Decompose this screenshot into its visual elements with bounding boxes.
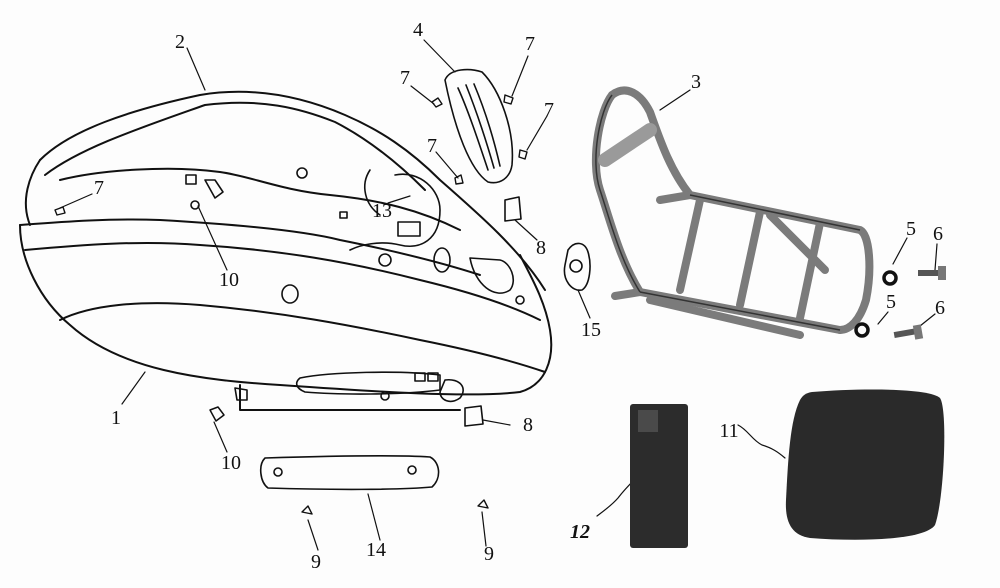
carrier-rack [591,86,874,339]
callout-9a: 9 [311,551,321,573]
callout-14: 14 [366,539,386,561]
callout-5b: 5 [886,291,896,313]
mounting-plate [259,455,440,491]
callout-7a: 7 [525,33,535,55]
inner-pad [630,404,688,548]
lock-cover-plate [563,242,591,291]
callout-8b: 8 [523,414,533,436]
callout-10a: 10 [219,269,239,291]
callout-7e: 7 [94,177,104,199]
callout-15: 15 [581,319,601,341]
callout-7b: 7 [400,67,410,89]
callout-10b: 10 [221,452,241,474]
callout-9b: 9 [484,543,494,565]
callout-6a: 6 [933,223,943,245]
callout-12: 12 [570,521,590,543]
callout-1: 1 [111,407,121,429]
washers-and-bolts [854,266,946,340]
callout-11: 11 [719,420,739,442]
grab-handle [444,68,514,184]
callout-13: 13 [372,200,392,222]
callout-3: 3 [691,71,701,93]
top-case-lid [24,90,546,291]
latch-strip [234,371,464,403]
callout-5a: 5 [906,218,916,240]
callout-2: 2 [175,31,185,53]
callout-6b: 6 [935,297,945,319]
callout-8a: 8 [536,237,546,259]
callout-7d: 7 [427,135,437,157]
backrest-pad [785,389,945,540]
callout-4: 4 [413,19,423,41]
callout-7c: 7 [544,99,554,121]
top-case-body [19,167,553,411]
